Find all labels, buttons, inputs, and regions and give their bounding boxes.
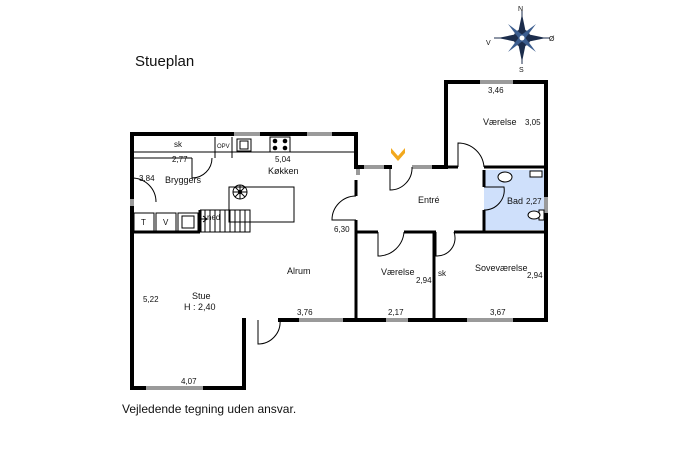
compass-east: Ø xyxy=(549,36,555,43)
label-t: T xyxy=(141,218,146,227)
room-stue: Stue xyxy=(192,291,211,301)
room-stue-height: H : 2,40 xyxy=(184,302,216,312)
compass-south: S xyxy=(519,67,524,74)
room-bryggers: Bryggers xyxy=(165,175,202,185)
exterior-walls xyxy=(130,80,548,390)
label-opv: OPV xyxy=(217,144,230,150)
dim-vaerelse-south-width: 2,17 xyxy=(388,308,404,317)
label-sk-top: sk xyxy=(174,140,183,149)
interior-walls xyxy=(132,165,546,320)
bath-fixtures xyxy=(497,170,545,221)
room-vaerelse-north: Værelse xyxy=(483,117,517,127)
kitchen-fixtures xyxy=(133,136,354,233)
room-alrum: Alrum xyxy=(287,266,311,276)
room-entre: Entré xyxy=(418,195,440,205)
room-bad: Bad xyxy=(507,196,523,206)
dim-vaerelse-north-depth: 3,05 xyxy=(525,118,541,127)
dim-sovevaerelse-width: 3,67 xyxy=(490,308,506,317)
dim-vaerelse-south-depth: 2,94 xyxy=(416,276,432,285)
dim-alrum-depth: 6,30 xyxy=(334,225,350,234)
room-vaerelse-south: Værelse xyxy=(381,267,415,277)
dim-alrum-width: 3,76 xyxy=(297,308,313,317)
door-swings xyxy=(131,142,505,345)
plan-title: Stueplan xyxy=(135,53,195,70)
bath-floor xyxy=(484,170,546,230)
dim-sovevaerelse-depth: 2,94 xyxy=(527,271,543,280)
dim-vaerelse-north-width: 3,46 xyxy=(488,86,504,95)
dim-kokken-width: 5,04 xyxy=(275,155,291,164)
compass-rose xyxy=(494,10,550,64)
disclaimer-text: Vejledende tegning uden ansvar. xyxy=(122,402,297,416)
dim-bryggers-depth: 3,84 xyxy=(139,174,155,183)
compass-west: V xyxy=(486,40,491,47)
room-kokken: Køkken xyxy=(268,166,299,176)
entrance-marker xyxy=(391,148,405,161)
dim-stue-width: 4,07 xyxy=(181,377,197,386)
room-sovevaerelse: Soveværelse xyxy=(475,263,528,273)
windows xyxy=(130,80,548,390)
label-v: V xyxy=(163,218,169,227)
dim-bryggers-width: 2,77 xyxy=(172,155,188,164)
dim-bad-size: 2,27 xyxy=(526,197,542,206)
hob-burners xyxy=(272,138,288,151)
stove-icon xyxy=(232,184,248,200)
label-sk-mid: sk xyxy=(438,269,447,278)
compass-north: N xyxy=(518,6,523,13)
dim-stue-depth: 5,22 xyxy=(143,295,159,304)
label-ned: ned xyxy=(207,213,220,222)
